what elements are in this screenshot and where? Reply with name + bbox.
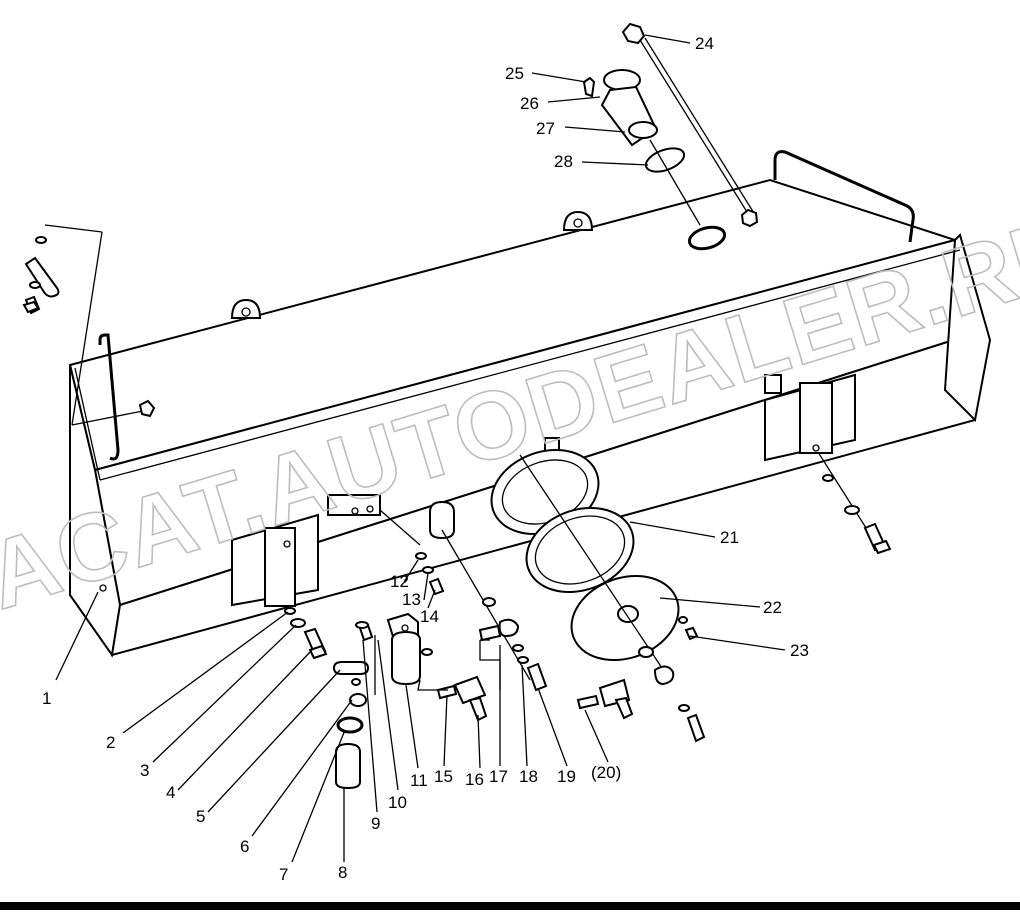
callout-18: 18 [519,767,538,786]
filler-assembly [582,22,759,251]
bracket-fasteners-right [817,451,892,555]
sleeve [429,500,455,540]
bracket-right-plate [799,382,833,454]
lifting-lugs [230,210,594,319]
callout-13: 13 [402,590,421,609]
callout-25: 25 [505,64,524,83]
callout-15: 15 [434,767,453,786]
washer-a [35,236,47,244]
callout-4: 4 [166,783,175,802]
callout-3: 3 [140,761,149,780]
oring-7 [336,716,364,734]
bottom-border [0,902,1020,910]
filler-gasket [644,147,686,173]
lug-left [230,298,262,319]
washer-6 [349,693,367,707]
nipple-15 [436,684,458,700]
callout-labels: 1 2 3 4 5 6 7 8 9 10 11 12 13 14 15 16 1… [42,34,809,884]
callout-7: 7 [279,865,288,884]
callout-9: 9 [371,814,380,833]
clamp-fasteners [379,509,445,596]
pin-5 [332,661,370,675]
callout-17: 17 [489,767,508,786]
callout-20: (20) [591,763,621,782]
banjo-17 [498,618,520,638]
filter-housing [391,630,421,686]
washer-b [29,281,41,289]
callout-10: 10 [388,793,407,812]
banjo-20 [653,665,675,686]
filter-element [335,742,361,790]
lug-right [562,210,594,231]
leader-lines [55,34,786,863]
cover-boss [617,605,639,623]
callout-19: 19 [557,767,576,786]
cover-gasket [525,506,635,594]
outlet-fittings [429,500,548,722]
left-loose-parts [22,224,156,426]
callout-22: 22 [763,598,782,617]
callout-14: 14 [420,607,439,626]
elbow-16 [453,675,487,705]
bolt-19 [526,662,548,692]
drain-fittings [332,612,448,790]
callout-8: 8 [338,863,347,882]
callout-23: 23 [790,641,809,660]
drain-hole [99,584,107,592]
left-handle [98,333,120,461]
callout-11: 11 [410,771,428,790]
nut-left [138,399,156,418]
callout-6: 6 [240,837,249,856]
callout-1: 1 [42,689,51,708]
level-gauge-rod [639,39,753,221]
tank-brackets [231,373,856,607]
right-handle [773,150,915,243]
bracket-left-plate [264,527,296,607]
filler-ring [687,225,727,251]
callout-16: 16 [465,770,484,789]
inspection-cover [490,448,706,743]
bolt-20 [686,713,706,743]
callout-12: 12 [390,572,409,591]
callout-21: 21 [720,528,739,547]
cap-screw [582,76,596,98]
gauge-nut [740,208,759,228]
callout-28: 28 [554,152,573,171]
callout-2: 2 [106,733,115,752]
gauge-cap [621,22,646,45]
bracket-fasteners-left [284,607,328,660]
pin [24,256,60,298]
callout-5: 5 [196,807,205,826]
callout-27: 27 [536,119,555,138]
tank-right-flange [943,233,992,423]
callout-24: 24 [695,34,714,53]
tab-right [764,374,782,394]
callout-26: 26 [520,94,539,113]
